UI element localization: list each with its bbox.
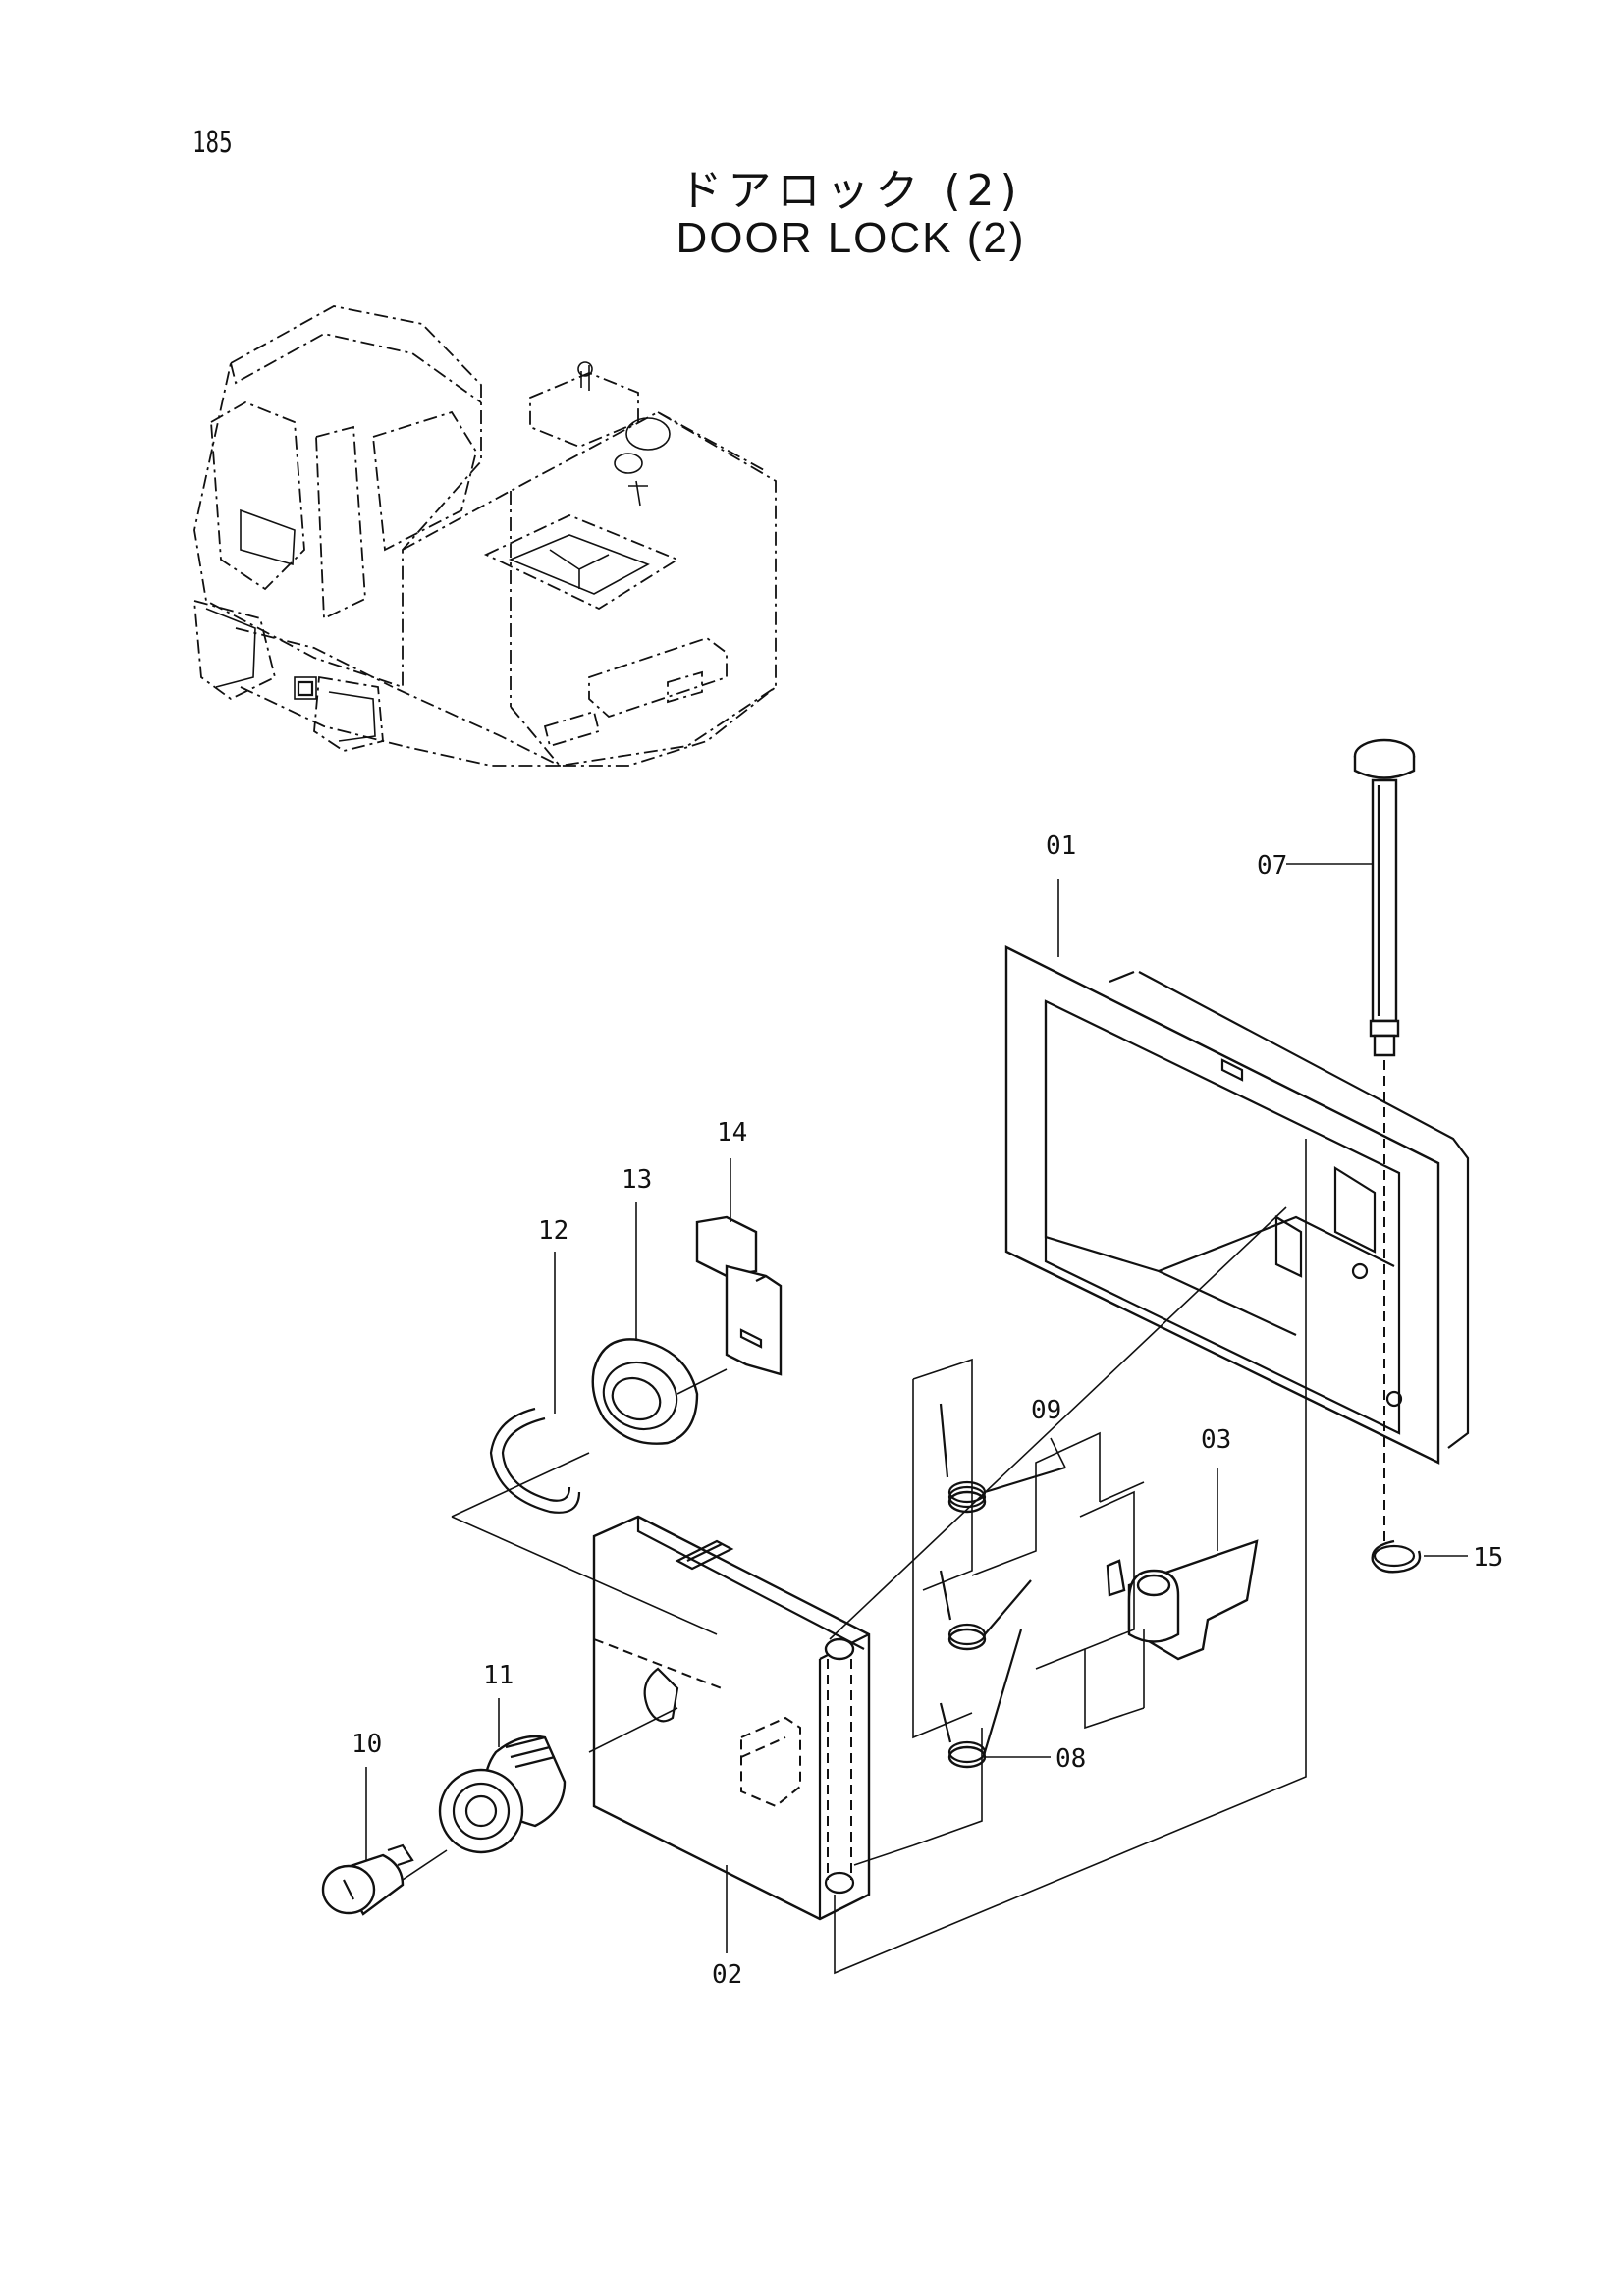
page-number: 185 — [192, 126, 233, 160]
callout-07: 07 — [1257, 851, 1287, 881]
callout-09: 09 — [1031, 1396, 1061, 1425]
callout-12: 12 — [538, 1216, 568, 1246]
callout-01: 01 — [1046, 831, 1076, 861]
part-03-latch — [1106, 1539, 1259, 1661]
callout-14: 14 — [717, 1118, 747, 1148]
callout-15: 15 — [1473, 1543, 1503, 1573]
callout-08: 08 — [1055, 1744, 1086, 1774]
callout-02: 02 — [712, 1960, 742, 1990]
part-15-e-ring — [1371, 1539, 1422, 1574]
part-11-lock-sleeve — [438, 1735, 567, 1854]
callout-11: 11 — [483, 1661, 514, 1690]
part-08-spring-upper — [939, 1570, 1032, 1651]
part-13-nut — [591, 1338, 699, 1445]
assembly-lines — [402, 1139, 1307, 1975]
callout-13: 13 — [622, 1165, 652, 1195]
part-12-snap-ring — [489, 1407, 581, 1514]
part-01-lock-housing — [1004, 945, 1470, 1465]
part-10-key-cylinder — [321, 1843, 414, 1916]
part-02-lock-body — [592, 1515, 871, 1921]
title-english: DOOR LOCK (2) — [676, 214, 1026, 262]
part-14-plate — [695, 1215, 783, 1376]
part-07-pin — [1353, 738, 1416, 1541]
callout-leaders — [365, 863, 1468, 1953]
callout-03: 03 — [1201, 1425, 1231, 1455]
part-08-spring-lower — [939, 1629, 1023, 1769]
machine-overview-illustration — [192, 305, 777, 767]
title-japanese: ドアロック (2) — [678, 166, 1023, 216]
part-09-spring — [939, 1403, 1066, 1514]
callout-10: 10 — [352, 1730, 382, 1759]
